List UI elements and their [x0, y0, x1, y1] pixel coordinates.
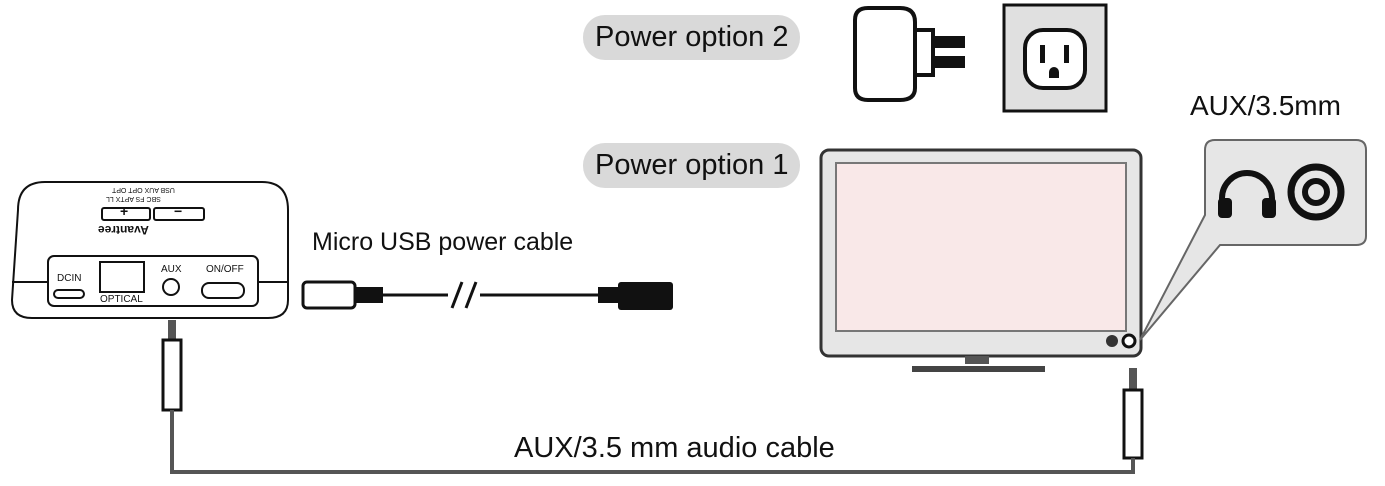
aux-port-icon — [1287, 163, 1345, 221]
wall-adapter-icon — [853, 6, 965, 102]
plus-button: + — [120, 203, 129, 219]
aux-cable-label: AUX/3.5 mm audio cable — [514, 432, 835, 464]
micro-usb-label: Micro USB power cable — [312, 228, 574, 256]
dcin-port-label: DCIN — [57, 273, 82, 284]
mode-labels-2: SBC FS APTX LL — [106, 195, 161, 202]
aux-jack-label: AUX/3.5mm — [1190, 90, 1341, 121]
transmitter-device — [10, 181, 289, 319]
aux-audio-cable — [161, 320, 1144, 474]
power-option-1-label: Power option 1 — [583, 143, 801, 188]
headphones-icon — [1218, 170, 1276, 218]
mode-labels-1: USB AUX OPT OPT — [112, 186, 175, 193]
optical-port-label: OPTICAL — [100, 294, 143, 305]
brand-logo: Avantree — [98, 223, 149, 237]
micro-usb-cable — [301, 280, 673, 310]
wall-outlet-icon — [1002, 3, 1108, 113]
aux-callout — [1139, 139, 1367, 341]
aux-port-label: AUX — [161, 264, 182, 275]
power-option-2-label: Power option 2 — [583, 15, 801, 60]
on-off-switch-label: ON/OFF — [206, 264, 244, 275]
minus-button: − — [174, 203, 183, 219]
tv-icon — [819, 148, 1143, 372]
